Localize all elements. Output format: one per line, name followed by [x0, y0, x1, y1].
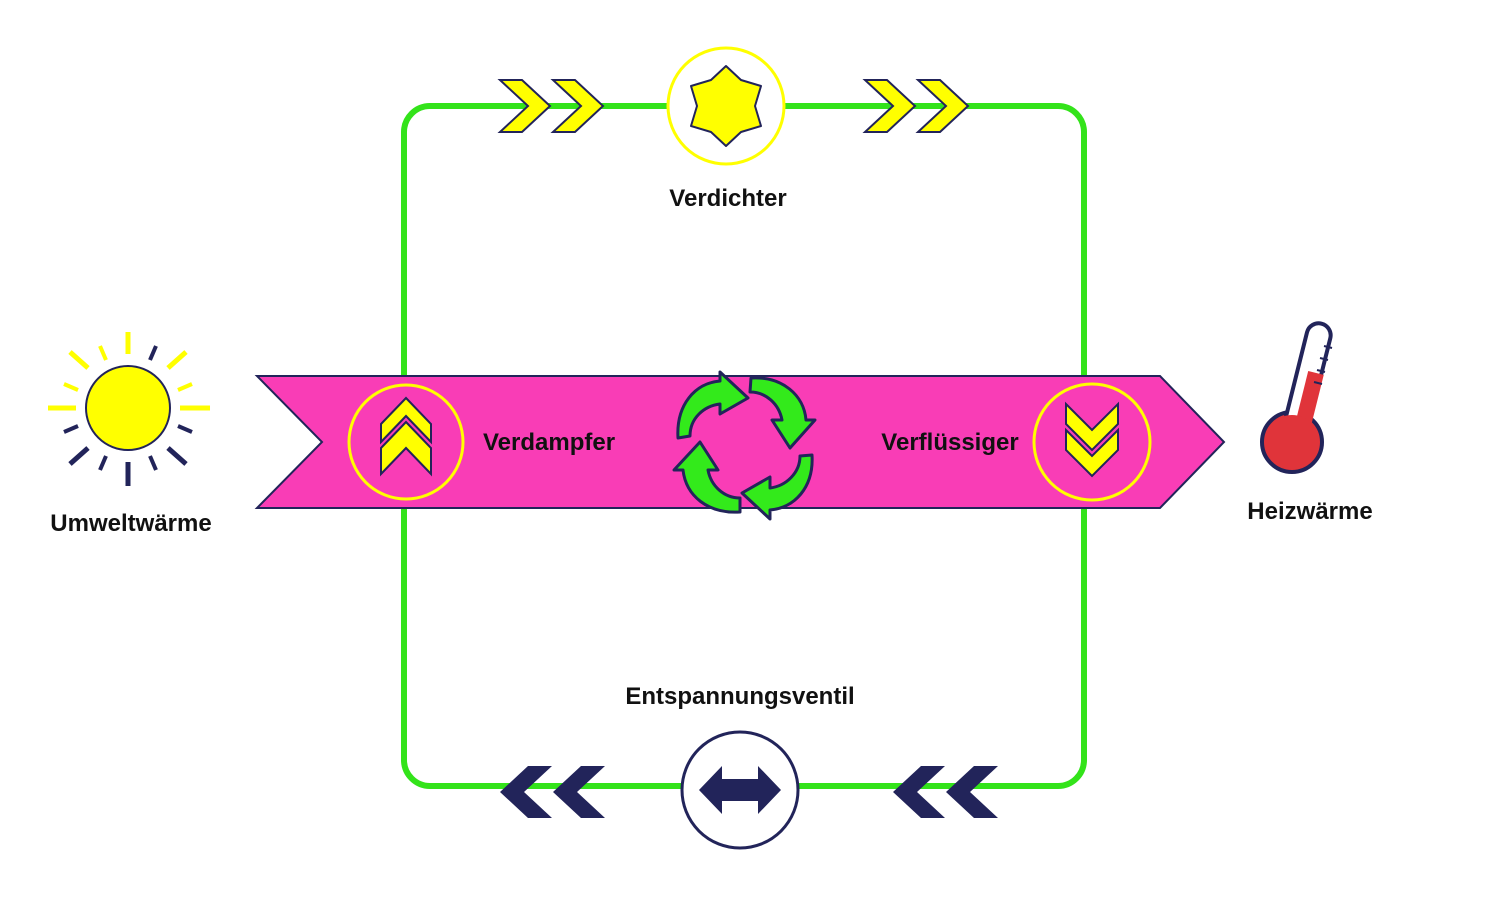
flow-chevrons-top-right — [862, 79, 970, 133]
condenser-label: Verflüssiger — [881, 429, 1019, 456]
double-arrow-icon — [699, 766, 781, 814]
heating-heat-label: Heizwärme — [1247, 498, 1373, 525]
flow-chevrons-top-left — [497, 79, 605, 133]
condenser-node — [1032, 382, 1152, 502]
recycle-icon — [672, 370, 817, 521]
star-icon — [690, 65, 762, 147]
ambient-heat-label: Umweltwärme — [50, 510, 212, 537]
thermometer-icon — [1260, 321, 1333, 474]
compressor-label: Verdichter — [669, 185, 787, 212]
evaporator-node — [347, 383, 465, 501]
flow-chevrons-bottom-right — [893, 766, 998, 818]
sun-icon — [48, 332, 210, 486]
compressor-node — [666, 46, 786, 166]
chevron-down-icon — [1065, 401, 1119, 478]
evaporator-label: Verdampfer — [482, 429, 616, 456]
expansion-valve-node — [680, 730, 800, 850]
expansion-valve-label: Entspannungsventil — [625, 683, 855, 710]
flow-chevrons-bottom-left — [500, 766, 605, 818]
chevron-up-icon — [380, 396, 432, 477]
heat-transfer-band — [254, 375, 1226, 509]
